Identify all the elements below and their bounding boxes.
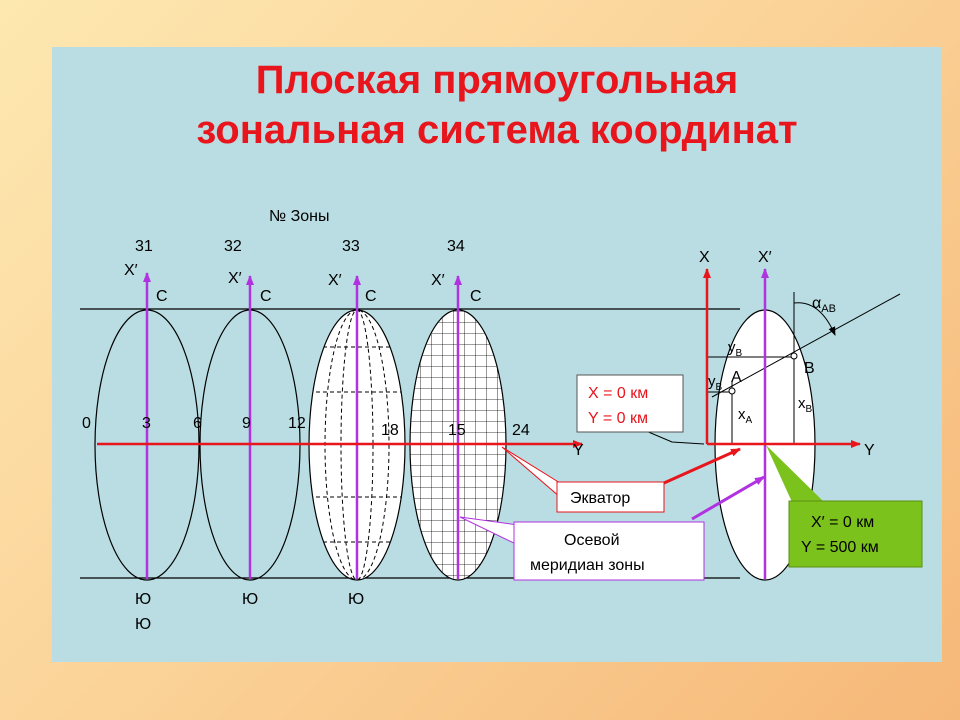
yb-label-upper: уB: [728, 339, 743, 359]
xprime-label-32: X′: [228, 270, 242, 287]
degree-label-9: 9: [242, 415, 251, 432]
right-x-label: X: [699, 249, 710, 266]
origin-callout-line2: Y = 0 км: [588, 410, 648, 427]
alpha-ab-label: αAB: [812, 295, 836, 315]
xa-label: xA: [738, 406, 753, 426]
equator-red-arrow: [663, 447, 741, 485]
right-y-label: Y: [864, 442, 875, 459]
false-origin-pointer: [766, 445, 824, 502]
north-label-32: С: [260, 288, 272, 305]
xprime-label-33: X′: [328, 272, 342, 289]
south-label-33: Ю: [348, 591, 364, 608]
equator-callout-text: Экватор: [570, 490, 630, 507]
xprime-label-34: X′: [431, 272, 445, 289]
zone-number-32: 32: [224, 238, 242, 255]
zone-number-31: 31: [135, 238, 153, 255]
north-label-34: С: [470, 288, 482, 305]
point-a-marker: [728, 387, 736, 395]
point-b-marker: [790, 352, 798, 360]
slide-title: Плоская прямоугольная зональная система …: [52, 55, 942, 155]
degree-label-12: 12: [288, 415, 306, 432]
title-line-2: зональная система координат: [196, 108, 798, 152]
false-origin-box: [788, 500, 923, 568]
south-label-32: Ю: [242, 591, 258, 608]
degree-label-18: 18: [381, 422, 399, 439]
degree-label-3: 3: [142, 415, 151, 432]
xprime-label-31: X′: [124, 262, 138, 279]
point-b-label: B: [804, 360, 815, 377]
zone-number-33: 33: [342, 238, 360, 255]
y-axis-label-left: Y: [573, 442, 584, 459]
right-xprime-label: X′: [758, 249, 772, 266]
zone-header: № Зоны: [269, 208, 330, 225]
north-label-33: С: [365, 288, 377, 305]
false-origin-line1: X′ = 0 км: [811, 514, 874, 531]
degree-label-24: 24: [512, 422, 530, 439]
meridian-callout-line2: меридиан зоны: [530, 557, 645, 574]
point-a-label: A: [731, 369, 742, 386]
south-label-31: Ю: [135, 591, 151, 608]
degree-label-15: 15: [448, 422, 466, 439]
meridian-purple-arrow: [691, 475, 765, 521]
xb-label: xB: [798, 395, 813, 415]
meridian-callout-line1: Осевой: [564, 532, 620, 549]
yb-label-lower: уB: [708, 373, 723, 393]
meridian-callout-box: [513, 521, 705, 581]
zone-coordinate-diagram: № Зоны 31 32 33 34 X′ С X′ С X′ С X′ С Ю…: [80, 208, 923, 633]
origin-callout-line1: X = 0 км: [588, 385, 648, 402]
equator-callout-box: [556, 481, 665, 513]
false-origin-line2: Y = 500 км: [801, 539, 879, 556]
north-label-31: С: [156, 288, 168, 305]
origin-callout-box: [576, 374, 684, 433]
degree-label-6: 6: [193, 415, 202, 432]
title-line-1: Плоская прямоугольная: [255, 58, 739, 102]
zone-number-34: 34: [447, 238, 465, 255]
south-label-31b: Ю: [135, 616, 151, 633]
equator-callout-pointer: [501, 446, 561, 499]
slide: Плоская прямоугольная зональная система …: [52, 47, 942, 662]
degree-label-0: 0: [82, 415, 91, 432]
